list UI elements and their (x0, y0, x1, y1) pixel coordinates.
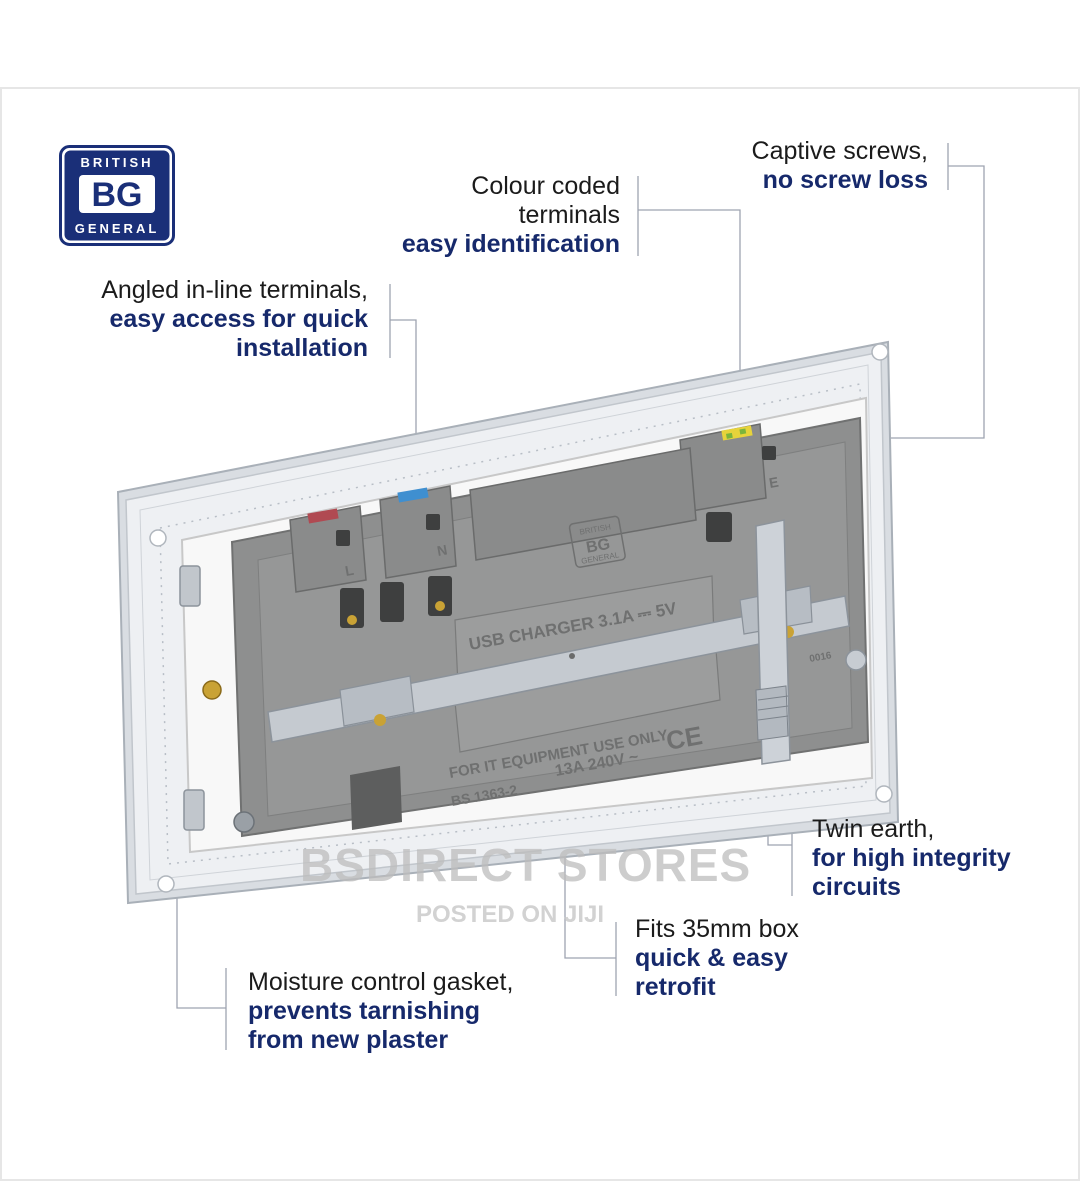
callout-highlight: prevents tarnishing (248, 997, 480, 1025)
watermark-line2: POSTED ON JIJI (416, 901, 605, 928)
svg-text:BG: BG (585, 536, 612, 557)
callout-colour-coded: Colour coded terminals easy identificati… (380, 172, 620, 259)
callout-highlight: quick & easy (635, 944, 788, 972)
callout-twin-earth: Twin earth, for high integrity circuits (812, 815, 1072, 902)
callout-highlight: from new plaster (248, 1026, 449, 1054)
live-terminal-tag (307, 508, 339, 524)
svg-text:L: L (344, 562, 356, 579)
svg-text:0016: 0016 (809, 650, 833, 665)
callout-text: Moisture control gasket, (248, 968, 514, 996)
svg-text:CE: CE (664, 720, 705, 756)
callout-text: terminals (518, 201, 620, 229)
callout-highlight: easy access for quick (109, 305, 369, 333)
callout-text: Angled in-line terminals, (101, 276, 368, 304)
callout-fits-box: Fits 35mm box quick & easy retrofit (635, 915, 895, 1002)
svg-text:GENERAL: GENERAL (75, 221, 160, 236)
svg-text:BRITISH: BRITISH (81, 155, 154, 170)
neutral-terminal-tag (397, 487, 429, 503)
callout-text: Colour coded (471, 172, 620, 200)
svg-text:BG: BG (92, 176, 143, 214)
callout-moisture-gasket: Moisture control gasket, prevents tarnis… (248, 968, 578, 1055)
callout-angled-terminals: Angled in-line terminals, easy access fo… (48, 276, 368, 363)
svg-text:E: E (768, 474, 780, 491)
callout-highlight: easy identification (401, 230, 620, 258)
callout-highlight: no screw loss (762, 166, 928, 194)
callout-highlight: retrofit (635, 973, 716, 1001)
svg-text:N: N (436, 541, 449, 559)
watermark-line1: BSDIRECT STORES (300, 839, 752, 891)
bg-logo: BRITISH BG GENERAL (59, 145, 175, 246)
callout-highlight: for high integrity (812, 844, 1011, 872)
callout-captive-screws: Captive screws, no screw loss (688, 137, 928, 195)
callout-text: Twin earth, (812, 815, 935, 843)
callout-highlight: installation (236, 334, 368, 362)
callout-text: Captive screws, (751, 137, 928, 165)
callout-highlight: circuits (812, 873, 901, 901)
callout-text: Fits 35mm box (635, 915, 799, 943)
